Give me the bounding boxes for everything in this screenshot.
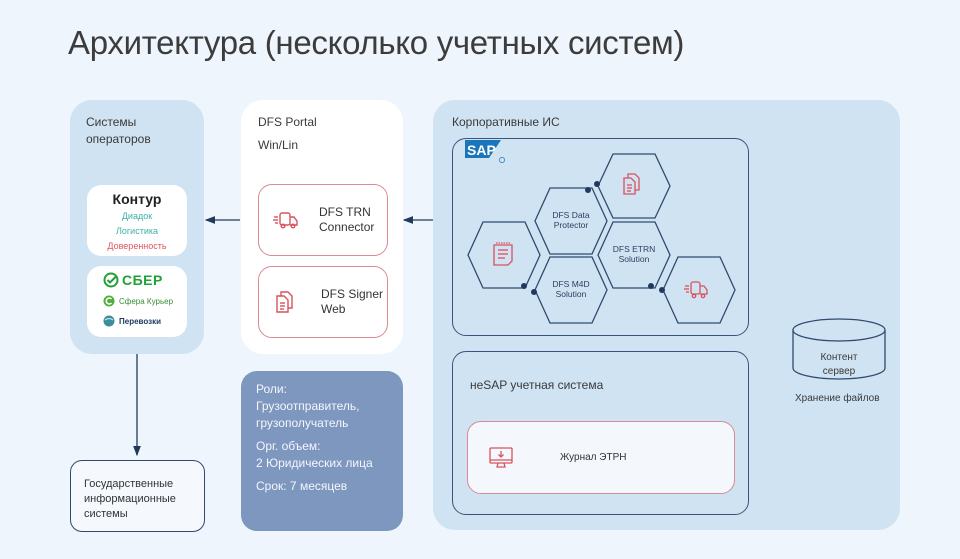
server-label-line1: Контент: [820, 352, 857, 363]
nesap-system-box: неSAP учетная система Журнал ЭТРН: [452, 351, 749, 515]
page-title: Архитектура (несколько учетных систем): [68, 24, 685, 61]
kontur-logo: Контур: [112, 191, 162, 207]
hex-m4d-line2: Solution: [556, 289, 587, 299]
connector-dot: [594, 181, 600, 187]
connector-dot: [585, 187, 591, 193]
portal-subtitle: Win/Lin: [258, 138, 299, 152]
hex-m4d-line1: DFS M4D: [552, 279, 589, 289]
sfera-courier-icon: [103, 295, 115, 307]
dfs-trn-connector-card[interactable]: DFS TRN Connector: [258, 184, 388, 256]
corporate-heading: Корпоративные ИС: [452, 115, 560, 129]
content-server-cylinder: Контент сервер: [792, 318, 886, 380]
roles-panel: Роли: Грузоотправитель, грузополучатель …: [241, 371, 403, 531]
dfs-signer-label-line1: DFS Signer: [321, 287, 384, 301]
operators-panel: Системы операторов Контур Диадок Логисти…: [70, 100, 204, 354]
kontur-item-diadok: Диадок: [121, 211, 153, 221]
volume-label: Орг. объем:: [256, 439, 321, 453]
term-label: Срок: 7 месяцев: [256, 479, 348, 493]
kontur-card: Контур Диадок Логистика Доверенность: [87, 185, 187, 256]
storage-caption: Хранение файлов: [795, 393, 880, 404]
connector-dot: [521, 283, 527, 289]
hex-etrn-line1: DFS ETRN: [613, 244, 656, 254]
gis-box: Государственные информационные системы: [70, 460, 205, 532]
sber-item-transport: Перевозки: [119, 316, 162, 326]
connector-dot: [531, 289, 537, 295]
hex-notebook: [467, 221, 541, 289]
nesap-heading: неSAP учетная система: [470, 378, 604, 392]
etrn-journal-card[interactable]: Журнал ЭТРН: [467, 421, 735, 494]
roles-label: Роли:: [256, 382, 287, 396]
journal-label: Журнал ЭТРН: [560, 452, 627, 463]
transport-icon: [103, 315, 115, 327]
dfs-signer-web-card[interactable]: DFS Signer Web: [258, 266, 388, 338]
kontur-item-power-of-attorney: Доверенность: [107, 241, 167, 251]
documents-icon: [623, 173, 640, 195]
monitor-download-icon: [489, 446, 513, 468]
server-label-line2: сервер: [823, 366, 856, 377]
roles-value-2: грузополучатель: [256, 416, 349, 430]
hex-etrn-line2: Solution: [619, 254, 650, 264]
hex-data-protector[interactable]: [534, 187, 608, 255]
connector-dot: [659, 287, 665, 293]
hex-data-protector-line1: DFS Data: [552, 210, 590, 220]
kontur-item-logistics: Логистика: [115, 226, 158, 236]
connector-dot: [648, 283, 654, 289]
dfs-signer-label-line2: Web: [321, 302, 346, 316]
notepad-icon: [493, 242, 513, 266]
sap-logo-text: SAP: [467, 142, 496, 158]
sber-logo-icon: [103, 272, 119, 288]
documents-icon: [276, 291, 293, 313]
dfs-trn-label-line2: Connector: [319, 220, 375, 234]
hex-truck: [662, 256, 736, 324]
gis-label: Государственные информационные системы: [84, 478, 176, 520]
truck-icon: [273, 212, 298, 229]
dfs-portal-panel: DFS Portal Win/Lin DFS TRN Connector DFS…: [241, 100, 403, 354]
roles-value-1: Грузоотправитель,: [256, 399, 360, 413]
dfs-trn-label-line1: DFS TRN: [319, 205, 371, 219]
dfs-trn-connector-label: DFS TRN Connector: [319, 205, 374, 235]
operators-heading: Системы операторов: [86, 115, 151, 147]
hex-data-protector-line2: Protector: [554, 220, 589, 230]
sber-logo: СБЕР: [122, 272, 163, 288]
volume-value: 2 Юридических лица: [256, 456, 373, 470]
hex-etrn[interactable]: [597, 221, 671, 289]
dfs-signer-web-label: DFS Signer Web: [321, 287, 383, 317]
portal-title: DFS Portal: [258, 115, 317, 129]
sber-item-sfera-courier: Сфера Курьер: [119, 296, 174, 306]
sap-system-box: SAP: [452, 138, 749, 336]
truck-icon: [684, 281, 708, 299]
sber-card: СБЕР Сфера Курьер Перевозки: [87, 266, 187, 337]
sap-logo: SAP: [465, 140, 505, 169]
